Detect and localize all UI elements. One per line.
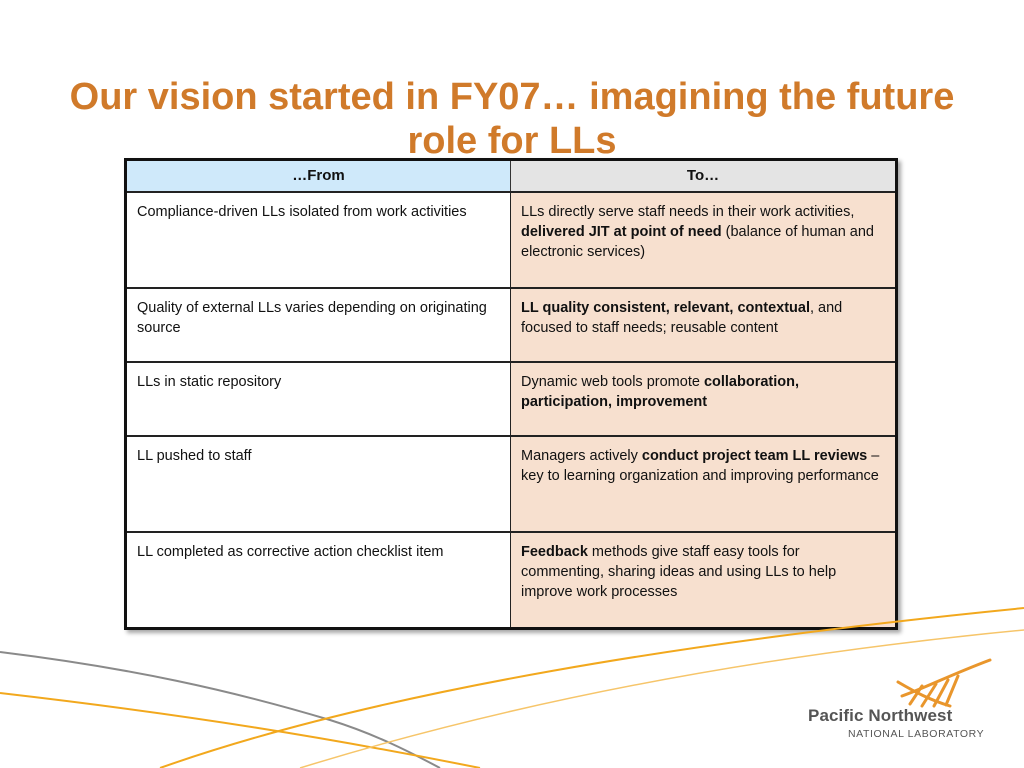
table-row: Compliance-driven LLs isolated from work… <box>125 191 897 289</box>
to-cell: Dynamic web tools promote collaboration,… <box>510 361 897 437</box>
swoosh-orange-lower <box>0 692 481 768</box>
emphasis-text: conduct project team LL reviews <box>641 448 868 464</box>
from-cell: Compliance-driven LLs isolated from work… <box>125 191 511 289</box>
table-row: LL pushed to staff Managers actively con… <box>125 435 897 533</box>
table-row: Quality of external LLs varies depending… <box>125 287 897 363</box>
from-cell: LL pushed to staff <box>125 435 511 533</box>
to-cell: Managers actively conduct project team L… <box>510 435 897 533</box>
table-row: LLs in static repository Dynamic web too… <box>125 361 897 437</box>
from-cell: LLs in static repository <box>125 361 511 437</box>
swoosh-gray <box>0 651 441 768</box>
comparison-table-wrapper: …From To… Compliance-driven LLs isolated… <box>124 158 898 630</box>
header-from: …From <box>125 159 511 193</box>
swoosh-orange-thin <box>299 629 1024 768</box>
pnnl-logo-mark <box>896 658 992 708</box>
body-text: (balance of human and electronic service… <box>521 224 874 260</box>
to-cell: LLs directly serve staff needs in their … <box>510 191 897 289</box>
slide-title: Our vision started in FY07… imagining th… <box>69 76 955 163</box>
comparison-table: …From To… Compliance-driven LLs isolated… <box>124 158 898 630</box>
body-text: , and focused to staff needs; reusable c… <box>521 300 843 336</box>
body-text: Managers actively <box>521 448 642 464</box>
logo-name-line2: NATIONAL LABORATORY <box>848 728 985 740</box>
to-cell: Feedback methods give staff easy tools f… <box>510 531 897 630</box>
from-cell: LL completed as corrective action checkl… <box>125 531 511 630</box>
from-cell: Quality of external LLs varies depending… <box>125 287 511 363</box>
swoosh-orange-upper <box>159 607 1024 768</box>
body-text: LLs directly serve staff needs in their … <box>521 204 855 220</box>
emphasis-text: delivered JIT at point of need <box>521 224 722 240</box>
logo-name-line1: Pacific Northwest <box>808 706 953 725</box>
table-row: LL completed as corrective action checkl… <box>125 531 897 630</box>
body-text: – key to learning organization and impro… <box>521 448 880 484</box>
emphasis-text: Feedback <box>521 544 588 560</box>
body-text: Dynamic web tools promote <box>521 374 704 390</box>
emphasis-text: collaboration, participation, improvemen… <box>521 374 800 410</box>
table-header-row: …From To… <box>125 159 897 193</box>
emphasis-text: LL quality consistent, relevant, context… <box>521 300 810 316</box>
to-cell: LL quality consistent, relevant, context… <box>510 287 897 363</box>
body-text: methods give staff easy tools for commen… <box>521 544 837 600</box>
header-to: To… <box>510 159 897 193</box>
